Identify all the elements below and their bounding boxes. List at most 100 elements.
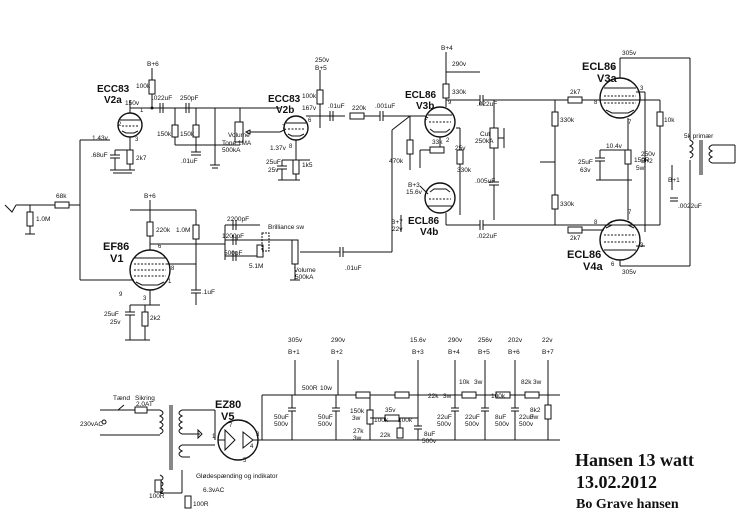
tube-v4b [424,182,456,214]
label-330k-d: 330k [560,201,575,208]
label-250v-b: 250v [641,151,656,158]
label-b7: B+7 [391,219,403,226]
v4a-type: ECL86 [567,249,601,261]
label-022uf-c: .022uF [477,233,497,240]
output-transformer [688,139,736,175]
label-sikring: Sikring [135,395,155,402]
ps-b3-voltage: 15.6v [410,337,427,344]
ps-b2-voltage: 290v [331,337,346,344]
label-3w-d: 3w [352,415,361,422]
v3a-pin-6: 6 [611,66,615,72]
label-137v: 1.37v [270,145,287,152]
label-01uf-b: .01uF [328,103,345,110]
ps-b7-voltage: 22v [542,337,553,344]
v5-type: EZ80 [215,399,241,411]
label-b5: B+5 [315,65,327,72]
v2a-name: V2a [104,95,122,106]
label-cut-250: 250kA [475,138,494,145]
label-22uf-c: 22uF [519,414,534,421]
v1-pin-1: 1 [168,279,172,285]
label-500r: 500R [302,385,318,392]
label-25uf-c: 25uF [104,311,119,318]
tube-v2b [283,115,309,141]
label-1k5: 1k5 [302,162,313,169]
label-022uf-a: .022uF [152,95,172,102]
label-1200pf: 1200pF [222,233,244,240]
ps-b1-voltage: 305v [288,337,303,344]
label-220k-a: 220k [352,105,367,112]
v1-pin-6: 6 [158,244,162,250]
label-22uf-a: 22uF [437,414,452,421]
label-25v-b: 25v [455,145,466,152]
label-primaer: 5k primær [684,133,714,140]
label-150k-3w: 150k [350,408,365,415]
label-290v: 290v [452,61,467,68]
label-27k: 27k [353,428,364,435]
label-63v: 63v [580,167,591,174]
v3a-pin-3: 3 [640,86,644,92]
label-tone-500k: 500kA [222,147,241,154]
label-22k: 22k [380,432,391,439]
mains-transformer [100,404,215,509]
label-sikring-a: 2.0AT [136,401,153,408]
label-8uf-b: 8uF [495,414,506,421]
label-68uf: .68uF [91,152,108,159]
label-68k: 68k [56,193,67,200]
v2b-type: ECC83 [268,94,301,105]
ps-b5-voltage: 256v [478,337,493,344]
label-b2: B+2 [641,158,653,165]
label-33k: 33k [432,139,443,146]
label-100k-a: 100k [374,417,389,424]
label-cut: Cut [480,131,490,138]
v1-type: EF86 [103,241,129,253]
power-supply [255,360,560,441]
v4a-pin-8: 8 [594,220,598,226]
label-3w-b: 3w [443,393,452,400]
label-500v-f: 500v [495,421,510,428]
v1-pin-8: 8 [171,266,175,272]
label-5w: 5w [636,165,645,172]
label-tone-1ma: Tone 1MA [222,140,252,147]
label-500v-a: 500v [422,438,437,445]
label-500v-g: 500v [519,421,534,428]
label-001uf: .001uF [375,103,395,110]
v3b-pin-1: 1 [424,116,428,122]
label-10k-3w: 10k [459,379,470,386]
label-01uf-a: .01uF [181,158,198,165]
v1-pin-9: 9 [119,292,123,298]
label-330k-b: 330k [457,167,472,174]
label-150k-a: 150k [157,131,172,138]
label-005uf: .005uF [475,178,495,185]
label-100k-b: 100k [302,93,317,100]
label-25uf-b: 25uF [578,159,593,166]
v2b-name: V2b [276,105,294,116]
ps-b6-voltage: 202v [508,337,523,344]
v3b-pin-2: 2 [446,138,450,144]
label-2k2: 2k2 [150,315,161,322]
v3a-type: ECL86 [582,61,616,73]
label-100k-v2a: 100k [136,83,151,90]
v3a-name: V3a [597,73,617,85]
v1-name: V1 [110,253,123,265]
label-volume-tone: Volume [228,132,250,139]
label-250pf: 250pF [180,95,198,102]
input-section [4,139,110,280]
label-volume2: Volume [294,267,316,274]
label-220k-v1: 220k [156,227,171,234]
label-3w-a: 3w [474,379,483,386]
label-b6-top: B+6 [147,61,159,68]
label-2k7-c: 2k7 [570,235,581,242]
v4b-name: V4b [420,227,438,238]
label-51m: 5.1M [249,263,263,270]
label-104v: 10.4v [606,143,623,150]
v3a-pin-8: 8 [594,100,598,106]
label-b6-v1: B+6 [144,193,156,200]
label-25v-c: 25v [110,319,121,326]
ps-b4-voltage: 290v [448,337,463,344]
label-01uf-c: .01uF [345,265,362,272]
label-100k-ps: 100k [491,393,506,400]
v2a-pin-2: 2 [118,122,122,128]
label-100k-c: 100k [398,417,413,424]
ps-b2: B+2 [331,349,343,356]
